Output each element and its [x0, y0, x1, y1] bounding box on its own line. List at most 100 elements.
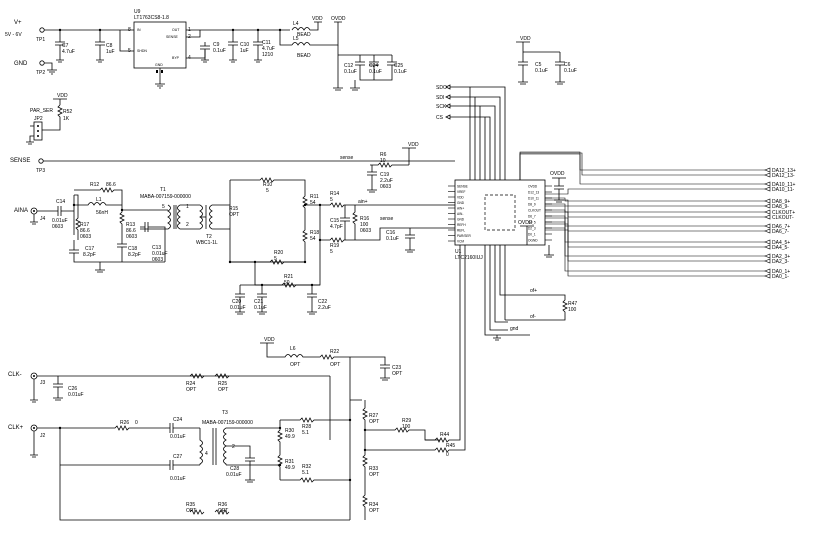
u1-right-pin: D6_7: [528, 215, 536, 219]
r6-ref: R6: [380, 152, 387, 158]
output-signal-label: DA6_7+: [772, 224, 790, 230]
adc-driver-network: R10 5 R11 54 R18 54 R14 5 R19 5 C15 4.7p…: [228, 177, 455, 315]
ainp-net: ain+: [358, 199, 368, 205]
r33-ref: R33: [369, 466, 378, 472]
u1-left-pin: AIN-: [457, 212, 463, 216]
u1-left-pin: VDD: [457, 196, 464, 200]
output-signal-label: DA0_1+: [772, 269, 790, 275]
r17-value: 86.6: [80, 228, 90, 234]
output-arrow-icon: [764, 214, 771, 220]
sense-label: SENSE: [10, 158, 30, 164]
output-trace: [545, 217, 765, 248]
output-arrow-icon: [764, 239, 771, 245]
output-signal-label: DA8_9+: [772, 199, 790, 205]
u9-part: LT1763CS8-1.8: [134, 15, 169, 21]
r33-value: OPT: [369, 472, 379, 478]
c19-ref: C19: [380, 172, 389, 178]
c22-value: 2.2uF: [318, 305, 331, 311]
u9-pin-shdn: SHDN: [137, 49, 147, 53]
r18-value: 54: [310, 236, 316, 242]
r47-ref: R47: [568, 301, 577, 307]
u1-right-pin: OGND: [528, 239, 538, 243]
r20-ref: R20: [274, 250, 283, 256]
t1-value: MABA-007159-000000: [140, 194, 191, 200]
c19-value: 2.2uF: [380, 178, 393, 184]
c17-ref: C17: [85, 246, 94, 252]
c16-ref: C16: [386, 230, 395, 236]
c19-package: 0603: [380, 184, 391, 190]
r22-ref: R22: [330, 349, 339, 355]
sense-net-label: sense: [340, 155, 354, 161]
u1-left-pin: REFL: [457, 229, 465, 233]
l6-value: OPT: [290, 362, 300, 368]
r14-ref: R14: [330, 191, 339, 197]
r21-ref: R21: [284, 274, 293, 280]
vdd-label-clock: VDD: [264, 337, 275, 343]
r24-ref: R24: [186, 381, 195, 387]
r22-value: OPT: [330, 362, 340, 368]
c18-value: 8.2pF: [128, 252, 141, 258]
r28-ref: R28: [302, 424, 311, 430]
c25-ref: C25: [394, 63, 403, 69]
r17-package: 0603: [80, 234, 91, 240]
u1-left-pin: GND: [457, 201, 465, 205]
r12-ref: R12: [90, 182, 99, 188]
r35-ref: R35: [186, 502, 195, 508]
c21-ref: C21: [254, 299, 263, 305]
r15-value: OPT: [229, 212, 239, 218]
t3-ref: T3: [222, 410, 228, 416]
r27-ref: R27: [369, 413, 378, 419]
u9-pin-gnd: GND: [155, 63, 163, 67]
c24-value: 0.1uF: [369, 69, 382, 75]
r25-ref: R25: [218, 381, 227, 387]
r12-value: 86.6: [106, 182, 116, 188]
u1-exposed-pad: [484, 194, 516, 231]
tp1-label: TP1: [36, 37, 45, 43]
c26-ref: C26: [68, 386, 77, 392]
ain-sense-net: sense: [380, 216, 394, 222]
sck-label: SCK: [436, 104, 447, 110]
r13-ref: R13: [126, 222, 135, 228]
vdd-label-top: VDD: [312, 16, 323, 22]
output-arrow-icon: [764, 228, 771, 234]
output-arrow-icon: [764, 223, 771, 229]
c22-ref: C22: [318, 299, 327, 305]
u1-ref: U1: [455, 249, 462, 255]
r16-value: 100: [360, 222, 369, 228]
l1-value: 56nH: [96, 210, 108, 216]
c5-value: 0.1uF: [535, 68, 548, 74]
u9-pin8: 8: [128, 27, 131, 33]
output-arrow-icon: [764, 258, 771, 264]
cs-label: CS: [436, 115, 444, 121]
output-trace: [545, 197, 765, 202]
output-arrow-icon: [764, 172, 771, 178]
r31-ref: R31: [285, 459, 294, 465]
r44-ref: R44: [440, 432, 449, 438]
sense-terminal: SENSE TP3 sense: [10, 155, 455, 174]
r52-value: 1K: [63, 116, 70, 122]
r21-value: 50: [284, 280, 290, 286]
output-signal-label: DA4_5-: [772, 245, 789, 251]
r24-value: OPT: [186, 387, 196, 393]
clk-plus-label: CLK+: [8, 425, 24, 431]
u1-right-pin: CLKOUT: [528, 209, 541, 213]
c28-value: 0.01uF: [226, 472, 242, 478]
output-trace: [545, 203, 765, 213]
output-arrow-icon: [764, 253, 771, 259]
output-trace: [545, 209, 765, 227]
c14-ref: C14: [56, 199, 65, 205]
output-arrow-icon: [764, 203, 771, 209]
t1-ref: T1: [160, 187, 166, 193]
c12-value: 0.1uF: [344, 69, 357, 75]
r29-ref: R29: [402, 418, 411, 424]
output-trace: [545, 229, 765, 277]
c28-ref: C28: [230, 466, 239, 472]
u1-left-pin: VREF: [457, 190, 466, 194]
c20-value: 0.01uF: [230, 305, 246, 311]
adc-u1: U1 LTC2160IUJ SENSEVREFVDDGNDAIN+AIN-GND…: [436, 84, 566, 261]
t1-pin2: 2: [186, 222, 189, 228]
u9-pin-in: IN: [137, 28, 141, 32]
c11-value: 4.7uF: [262, 46, 275, 52]
r6-value: 10: [380, 158, 386, 164]
